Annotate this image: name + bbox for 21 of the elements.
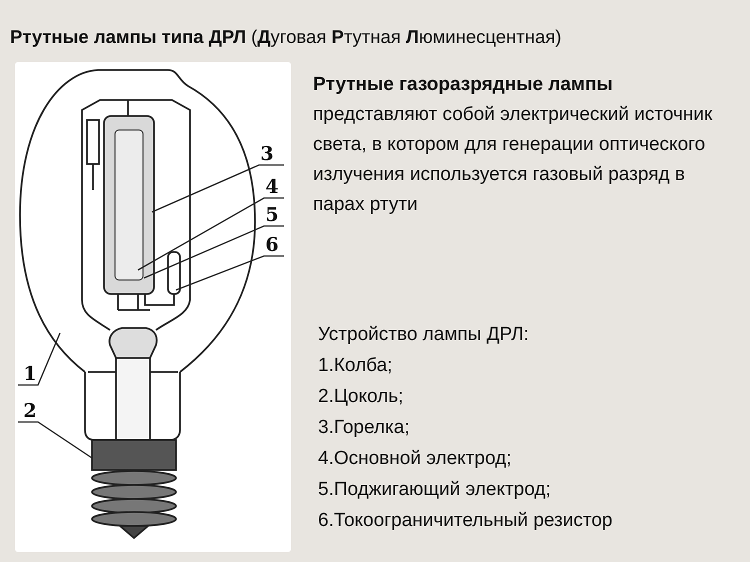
leader-line (144, 225, 284, 279)
list-item: 3.Горелка; (318, 416, 410, 440)
callout-number: 3 (259, 143, 275, 165)
list-item: 5.Поджигающий электрод; (318, 478, 551, 502)
list-item: 4.Основной электрод; (318, 447, 512, 471)
callout-number: 1 (22, 363, 38, 385)
leader-line (18, 332, 61, 386)
list-item: 2.Цоколь; (318, 385, 404, 409)
callout-number: 6 (264, 234, 280, 256)
leader-line (176, 255, 284, 291)
callout-number: 4 (264, 176, 280, 198)
callout-number: 2 (22, 400, 38, 422)
description-text: Ртутные газоразрядные лампы представляют собой электрический источник света, в котором для генерации оптического излучения используется газовый разряд в парах ртути (313, 73, 714, 217)
leader-line (138, 197, 284, 271)
list-heading: Устройство лампы ДРЛ: (318, 323, 529, 347)
list-item: 6.Токоограничительный резистор (318, 509, 612, 533)
callout-number: 5 (264, 204, 280, 226)
title: Ртутные лампы типа ДРЛ (Дуговая Ртутная Люминесцентная) (10, 26, 562, 48)
leader-line (152, 164, 284, 213)
list-item: 1.Колба; (318, 354, 392, 378)
leader-line (18, 421, 92, 459)
